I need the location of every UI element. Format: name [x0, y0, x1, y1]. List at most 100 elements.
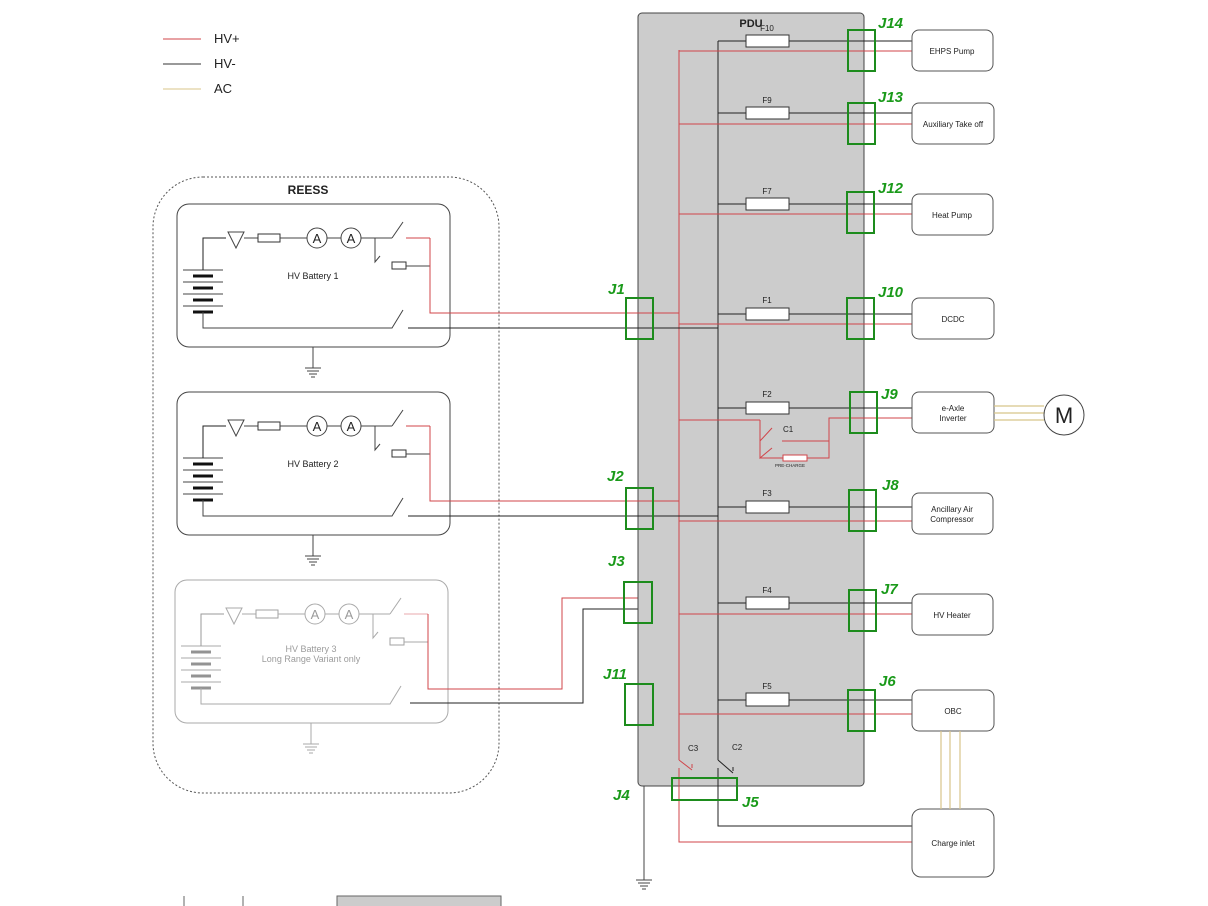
- svg-text:F2: F2: [762, 390, 772, 399]
- main-contactor-icon: [389, 597, 402, 615]
- battery-label: HV Battery 3: [285, 644, 336, 654]
- svg-text:Compressor: Compressor: [930, 515, 974, 524]
- ground-icon: [305, 367, 321, 378]
- battery-cells-icon: [181, 645, 221, 690]
- svg-text:Inverter: Inverter: [939, 414, 966, 423]
- connector-j11[interactable]: [624, 683, 654, 726]
- svg-text:e-Axle: e-Axle: [942, 404, 965, 413]
- diode-icon: [227, 419, 245, 438]
- svg-text:J6: J6: [879, 673, 896, 690]
- legend: HV+ HV- AC: [163, 31, 240, 96]
- battery-cells-icon: [183, 269, 223, 314]
- svg-text:J2: J2: [607, 468, 624, 485]
- svg-text:F10: F10: [760, 24, 774, 33]
- svg-text:Heat Pump: Heat Pump: [932, 211, 973, 220]
- svg-text:J11: J11: [603, 666, 627, 683]
- legend-hvminus-label: HV-: [214, 56, 236, 71]
- hv-battery-2[interactable]: A A HV Battery 2: [176, 391, 480, 566]
- pdu-enclosure: [637, 12, 865, 787]
- pdu-ground-icon: [636, 879, 652, 890]
- precharge-switch-icon: [374, 238, 381, 264]
- precharge-resistor-icon: [391, 261, 407, 270]
- legend-ac-label: AC: [214, 81, 232, 96]
- ground-icon: [305, 555, 321, 566]
- connector-j7[interactable]: [848, 589, 877, 632]
- connector-j10[interactable]: [846, 297, 875, 340]
- precharge-resistor-icon: [389, 637, 405, 646]
- motor-icon[interactable]: [1043, 394, 1085, 436]
- branch-j7: F4: [679, 586, 912, 615]
- svg-text:J8: J8: [882, 477, 899, 494]
- battery3-hvplus-wire: [427, 597, 680, 690]
- svg-text:J9: J9: [881, 386, 898, 403]
- diode-icon: [227, 231, 245, 250]
- battery-fuse-icon: [257, 233, 281, 243]
- connector-j1[interactable]: [625, 297, 654, 340]
- load-auxiliary-take-off[interactable]: [911, 102, 995, 145]
- pdu-title: PDU: [739, 18, 762, 30]
- load-hv-heater[interactable]: [911, 593, 994, 636]
- svg-text:J4: J4: [613, 787, 630, 804]
- fuse-f1: [745, 307, 790, 321]
- fuse-f7: [745, 197, 790, 211]
- fuse-f2: [745, 401, 790, 415]
- connector-j14[interactable]: [847, 29, 876, 72]
- connector-j9[interactable]: [849, 391, 878, 434]
- connector-j2[interactable]: [625, 487, 654, 530]
- svg-text:C1: C1: [783, 425, 794, 434]
- battery-fuse-icon: [257, 421, 281, 431]
- branch-j13: F9: [679, 96, 912, 125]
- battery-label: HV Battery 1: [287, 271, 338, 281]
- fuse-f5: [745, 692, 790, 707]
- connector-j13[interactable]: [847, 102, 876, 145]
- svg-text:M: M: [1055, 403, 1073, 428]
- connector-j5[interactable]: [671, 777, 738, 801]
- precharge-resistor-icon: [391, 449, 407, 458]
- charge-hvminus-wire: [717, 768, 912, 827]
- load-dcdc[interactable]: [911, 297, 995, 340]
- svg-text:EHPS Pump: EHPS Pump: [930, 47, 975, 56]
- fuse-f4: [745, 596, 790, 610]
- charge-hvplus-wire: [678, 768, 912, 843]
- connector-j12[interactable]: [846, 191, 875, 234]
- ground-icon: [303, 743, 319, 754]
- svg-text:A: A: [347, 419, 356, 434]
- connector-j3[interactable]: [623, 581, 653, 624]
- contactor-c3-icon: [678, 759, 693, 771]
- bottom-edge-elements: [183, 895, 502, 906]
- svg-text:F4: F4: [762, 586, 772, 595]
- load-obc[interactable]: [911, 689, 995, 732]
- load-charge-inlet[interactable]: [911, 808, 995, 878]
- connector-j6[interactable]: [847, 689, 876, 732]
- contactor-c2-icon: [717, 759, 734, 774]
- hv-battery-3[interactable]: A A HV Battery 3 Long Range Variant only: [174, 579, 449, 754]
- precharge-switch-icon: [372, 614, 379, 640]
- precharge-switch-icon: [374, 426, 381, 452]
- hv-battery-1[interactable]: A A HV Battery 1: [176, 203, 480, 378]
- main-contactor-icon: [391, 409, 404, 427]
- svg-text:J14: J14: [878, 15, 904, 32]
- svg-text:Ancillary Air: Ancillary Air: [931, 505, 973, 514]
- svg-text:F9: F9: [762, 96, 772, 105]
- svg-text:J7: J7: [881, 581, 898, 598]
- svg-text:J12: J12: [878, 180, 904, 197]
- reess-enclosure: [152, 176, 500, 794]
- load-ehps-pump[interactable]: [911, 29, 994, 72]
- svg-text:HV Heater: HV Heater: [933, 611, 971, 620]
- load-heat-pump[interactable]: [911, 193, 994, 236]
- svg-text:A: A: [313, 231, 322, 246]
- svg-text:J10: J10: [878, 284, 904, 301]
- branch-j8: F3: [679, 489, 912, 522]
- diode-icon: [225, 607, 243, 626]
- svg-text:F1: F1: [762, 296, 772, 305]
- connector-j8[interactable]: [848, 489, 877, 532]
- load-ancillary-air-compressor[interactable]: [911, 492, 994, 535]
- svg-text:C3: C3: [688, 744, 699, 753]
- svg-text:A: A: [313, 419, 322, 434]
- ammeter-icon: [338, 603, 360, 625]
- legend-hvplus-label: HV+: [214, 31, 240, 46]
- branch-j12: F7: [679, 187, 912, 215]
- branch-j6: F5: [679, 682, 912, 715]
- battery-fuse-icon: [255, 609, 279, 619]
- fuse-f3: [745, 500, 790, 514]
